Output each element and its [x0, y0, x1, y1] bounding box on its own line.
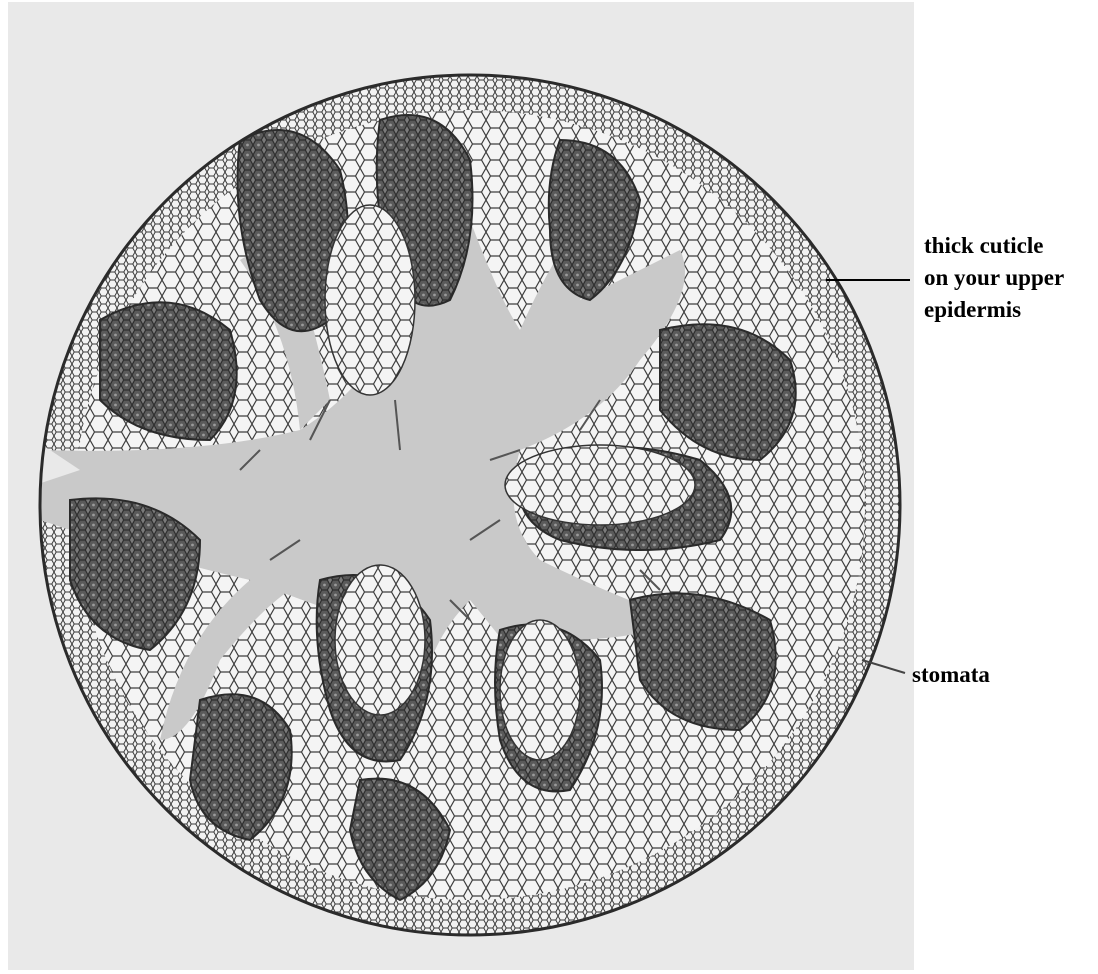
cuticle-label: thick cuticle on your upper epidermis	[924, 230, 1064, 326]
stomata-label: stomata	[912, 659, 990, 691]
cuticle-label-line-3: epidermis	[924, 294, 1064, 326]
cuticle-label-line-2: on your upper	[924, 262, 1064, 294]
cuticle-label-line-1: thick cuticle	[924, 230, 1064, 262]
